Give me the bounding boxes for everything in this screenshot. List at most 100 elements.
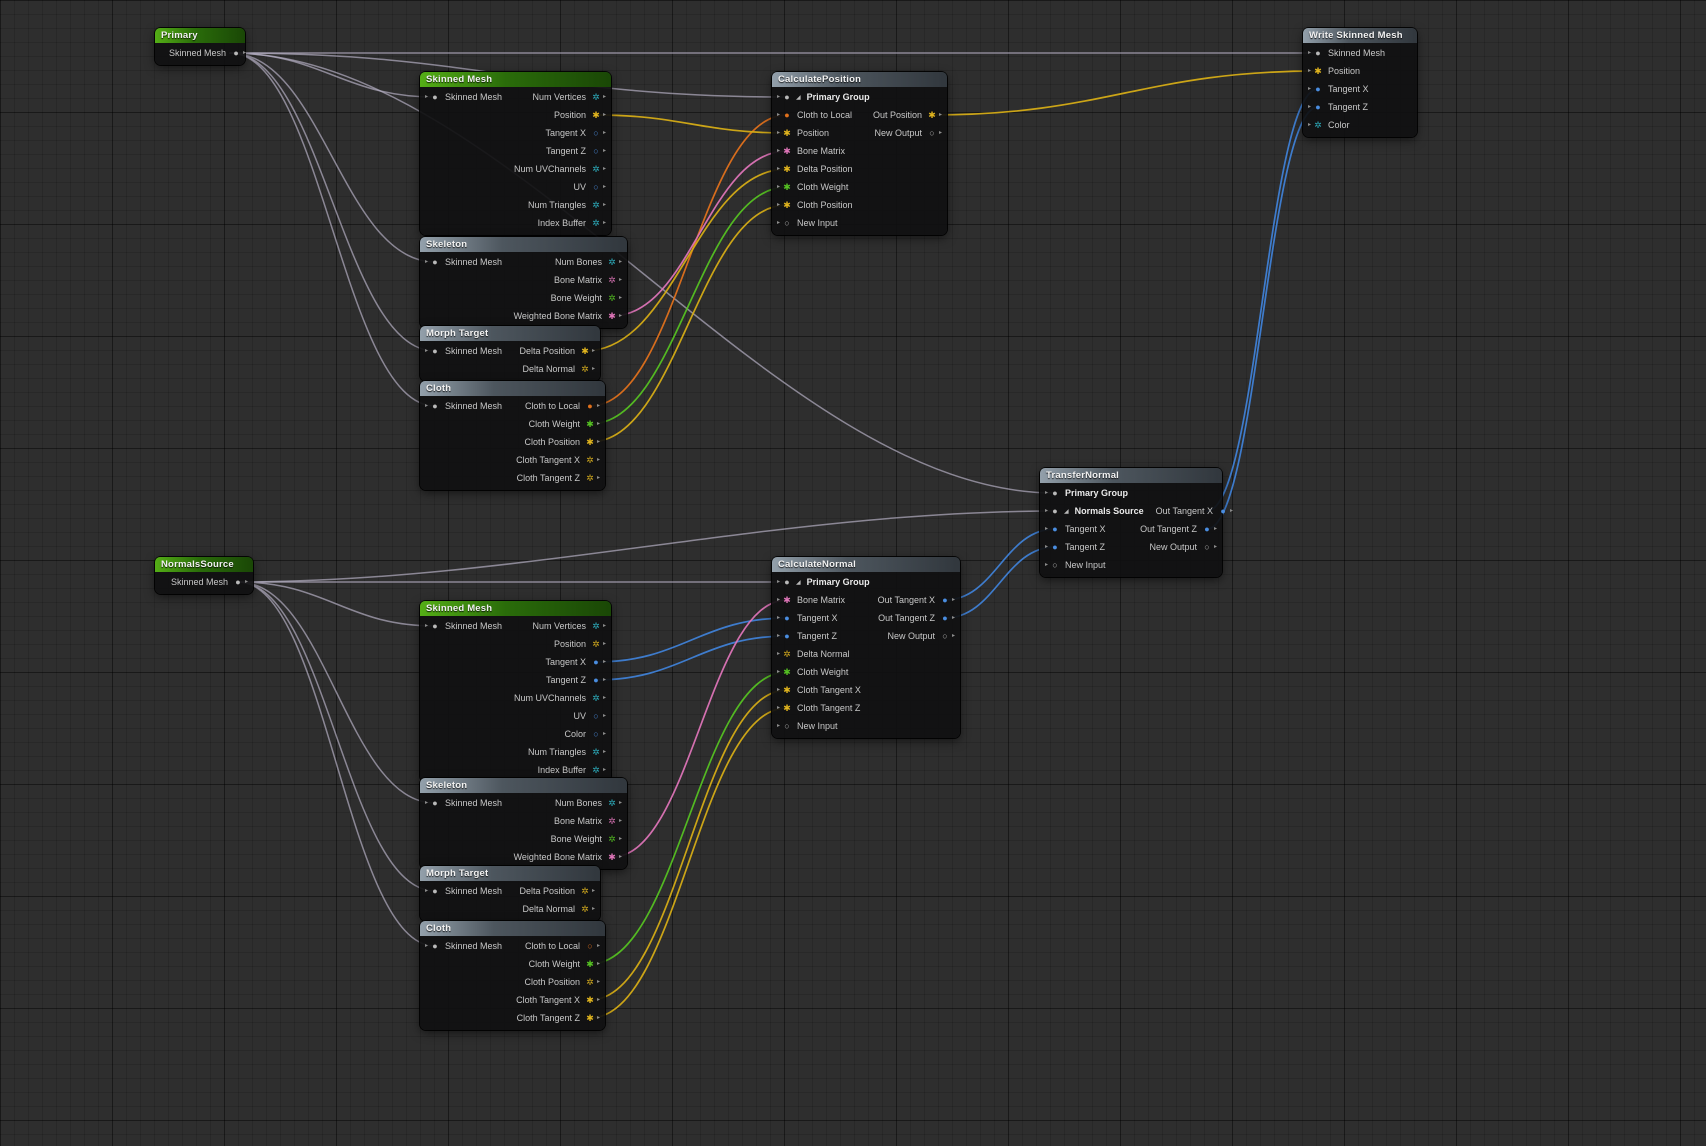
pin-position-in-icon[interactable]: ✱ [782,129,792,138]
wire-calculate-position-out-position-to-write-skinned-mesh-position[interactable] [932,71,1318,115]
pin-cloth-position-in-icon[interactable]: ✱ [782,201,792,210]
wire-primary-skinned-mesh-to-morph-target-1-skinned-mesh[interactable] [230,53,435,351]
wire-skeleton-1-weighted-bone-matrix-to-calculate-position-bone-matrix[interactable] [612,151,787,316]
pin-cloth-to-local-in-icon[interactable]: ● [782,111,792,120]
node-header-write-skinned-mesh[interactable]: Write Skinned Mesh [1303,28,1417,43]
node-cloth-1[interactable]: Cloth▸●Skinned MeshCloth to Local●▸Cloth… [420,381,605,490]
pin-new-output-out-icon[interactable]: ○ [940,632,950,641]
pin-tangent-z-in-icon[interactable]: ● [1313,103,1323,112]
node-header-morph-target-2[interactable]: Morph Target [420,866,600,881]
wire-skinned-mesh-2-tangent-z-to-calculate-normal-tangent-z[interactable] [596,636,787,680]
pin-skinned-mesh-in-icon[interactable]: ● [430,347,440,356]
node-skinned-mesh-2[interactable]: Skinned Mesh▸●Skinned MeshNum Vertices✲▸… [420,601,611,782]
pin-tangent-x-out-icon[interactable]: ○ [591,129,601,138]
wire-calculate-normal-out-tangent-z-to-transfer-normal-tangent-z[interactable] [945,547,1055,618]
wire-skeleton-2-weighted-bone-matrix-to-calculate-normal-bone-matrix[interactable] [612,600,787,857]
pin-cloth-weight-in-icon[interactable]: ✱ [782,183,792,192]
pin-num-bones-out-icon[interactable]: ✲ [607,258,617,267]
wire-normals-source-skinned-mesh-to-skinned-mesh-2-skinned-mesh[interactable] [238,582,435,626]
pin-delta-normal-out-icon[interactable]: ✲ [580,905,590,914]
pin-num-vertices-out-icon[interactable]: ✲ [591,93,601,102]
pin-color-in-icon[interactable]: ✲ [1313,121,1323,130]
pin-index-buffer-out-icon[interactable]: ✲ [591,219,601,228]
pin-cloth-to-local-out-icon[interactable]: ● [585,402,595,411]
pin-cloth-weight-in-icon[interactable]: ✱ [782,668,792,677]
node-skeleton-1[interactable]: Skeleton▸●Skinned MeshNum Bones✲▸Bone Ma… [420,237,627,328]
node-header-cloth-2[interactable]: Cloth [420,921,605,936]
pin-num-triangles-out-icon[interactable]: ✲ [591,201,601,210]
node-header-transfer-normal[interactable]: TransferNormal [1040,468,1222,483]
pin-delta-position-out-icon[interactable]: ✲ [580,887,590,896]
node-calculate-position[interactable]: CalculatePosition▸●◢Primary Group▸●Cloth… [772,72,947,235]
pin-tangent-z-in-icon[interactable]: ● [782,632,792,641]
pin-bone-weight-out-icon[interactable]: ✲ [607,294,617,303]
wire-primary-skinned-mesh-to-skinned-mesh-1-skinned-mesh[interactable] [230,53,435,97]
wire-calculate-normal-out-tangent-x-to-transfer-normal-tangent-x[interactable] [945,529,1055,600]
pin-skinned-mesh-in-icon[interactable]: ● [1313,49,1323,58]
pin-delta-normal-in-icon[interactable]: ✲ [782,650,792,659]
expander-icon[interactable]: ◢ [796,94,801,101]
node-header-calculate-normal[interactable]: CalculateNormal [772,557,960,572]
wire-normals-source-skinned-mesh-to-skeleton-2-skinned-mesh[interactable] [238,582,435,803]
pin-primary-group-in-icon[interactable]: ● [782,93,792,102]
pin-skinned-mesh-in-icon[interactable]: ● [430,93,440,102]
pin-new-input-in-icon[interactable]: ○ [782,722,792,731]
pin-tangent-x-in-icon[interactable]: ● [1313,85,1323,94]
pin-weighted-bone-matrix-out-icon[interactable]: ✱ [607,853,617,862]
pin-skinned-mesh-in-icon[interactable]: ● [430,887,440,896]
pin-num-vertices-out-icon[interactable]: ✲ [591,622,601,631]
pin-cloth-tangent-z-out-icon[interactable]: ✱ [585,1014,595,1023]
wire-transfer-normal-out-tangent-x-to-write-skinned-mesh-tangent-x[interactable] [1207,89,1318,511]
node-header-skeleton-1[interactable]: Skeleton [420,237,627,252]
pin-new-output-out-icon[interactable]: ○ [927,129,937,138]
pin-cloth-position-out-icon[interactable]: ✱ [585,438,595,447]
wire-normals-source-skinned-mesh-to-cloth-2-skinned-mesh[interactable] [238,582,435,946]
node-header-primary[interactable]: Primary [155,28,245,43]
pin-cloth-weight-out-icon[interactable]: ✱ [585,960,595,969]
expander-icon[interactable]: ◢ [1064,508,1069,515]
pin-delta-position-in-icon[interactable]: ✱ [782,165,792,174]
pin-primary-group-in-icon[interactable]: ● [782,578,792,587]
pin-new-input-in-icon[interactable]: ○ [782,219,792,228]
pin-cloth-tangent-x-out-icon[interactable]: ✱ [585,996,595,1005]
node-header-skinned-mesh-2[interactable]: Skinned Mesh [420,601,611,616]
pin-cloth-tangent-x-in-icon[interactable]: ✱ [782,686,792,695]
pin-cloth-tangent-x-out-icon[interactable]: ✲ [585,456,595,465]
pin-cloth-to-local-out-icon[interactable]: ○ [585,942,595,951]
pin-tangent-z-out-icon[interactable]: ○ [591,147,601,156]
pin-skinned-mesh-out-icon[interactable]: ● [231,49,241,58]
pin-num-uvchannels-out-icon[interactable]: ✲ [591,694,601,703]
pin-tangent-x-in-icon[interactable]: ● [1050,525,1060,534]
pin-primary-group-in-icon[interactable]: ● [1050,489,1060,498]
node-header-skinned-mesh-1[interactable]: Skinned Mesh [420,72,611,87]
pin-bone-matrix-in-icon[interactable]: ✱ [782,596,792,605]
pin-skinned-mesh-in-icon[interactable]: ● [430,258,440,267]
pin-bone-matrix-out-icon[interactable]: ✲ [607,276,617,285]
node-calculate-normal[interactable]: CalculateNormal▸●◢Primary Group▸✱Bone Ma… [772,557,960,738]
pin-skinned-mesh-out-icon[interactable]: ● [233,578,243,587]
node-morph-target-1[interactable]: Morph Target▸●Skinned MeshDelta Position… [420,326,600,381]
pin-out-tangent-z-out-icon[interactable]: ● [1202,525,1212,534]
pin-weighted-bone-matrix-out-icon[interactable]: ✱ [607,312,617,321]
pin-new-output-out-icon[interactable]: ○ [1202,543,1212,552]
pin-bone-matrix-in-icon[interactable]: ✱ [782,147,792,156]
pin-skinned-mesh-in-icon[interactable]: ● [430,942,440,951]
wire-normals-source-skinned-mesh-to-morph-target-2-skinned-mesh[interactable] [238,582,435,891]
wire-skinned-mesh-1-position-to-calculate-position-position[interactable] [596,115,787,133]
pin-num-bones-out-icon[interactable]: ✲ [607,799,617,808]
pin-tangent-z-in-icon[interactable]: ● [1050,543,1060,552]
wire-primary-skinned-mesh-to-cloth-1-skinned-mesh[interactable] [230,53,435,406]
node-skinned-mesh-1[interactable]: Skinned Mesh▸●Skinned MeshNum Vertices✲▸… [420,72,611,235]
node-header-calculate-position[interactable]: CalculatePosition [772,72,947,87]
pin-bone-weight-out-icon[interactable]: ✲ [607,835,617,844]
pin-skinned-mesh-in-icon[interactable]: ● [430,622,440,631]
pin-out-tangent-z-out-icon[interactable]: ● [940,614,950,623]
pin-tangent-x-in-icon[interactable]: ● [782,614,792,623]
pin-cloth-tangent-z-out-icon[interactable]: ✲ [585,474,595,483]
pin-color-out-icon[interactable]: ○ [591,730,601,739]
node-write-skinned-mesh[interactable]: Write Skinned Mesh▸●Skinned Mesh▸✱Positi… [1303,28,1417,137]
pin-tangent-x-out-icon[interactable]: ● [591,658,601,667]
pin-position-in-icon[interactable]: ✱ [1313,67,1323,76]
node-header-normals-source[interactable]: NormalsSource [155,557,253,572]
